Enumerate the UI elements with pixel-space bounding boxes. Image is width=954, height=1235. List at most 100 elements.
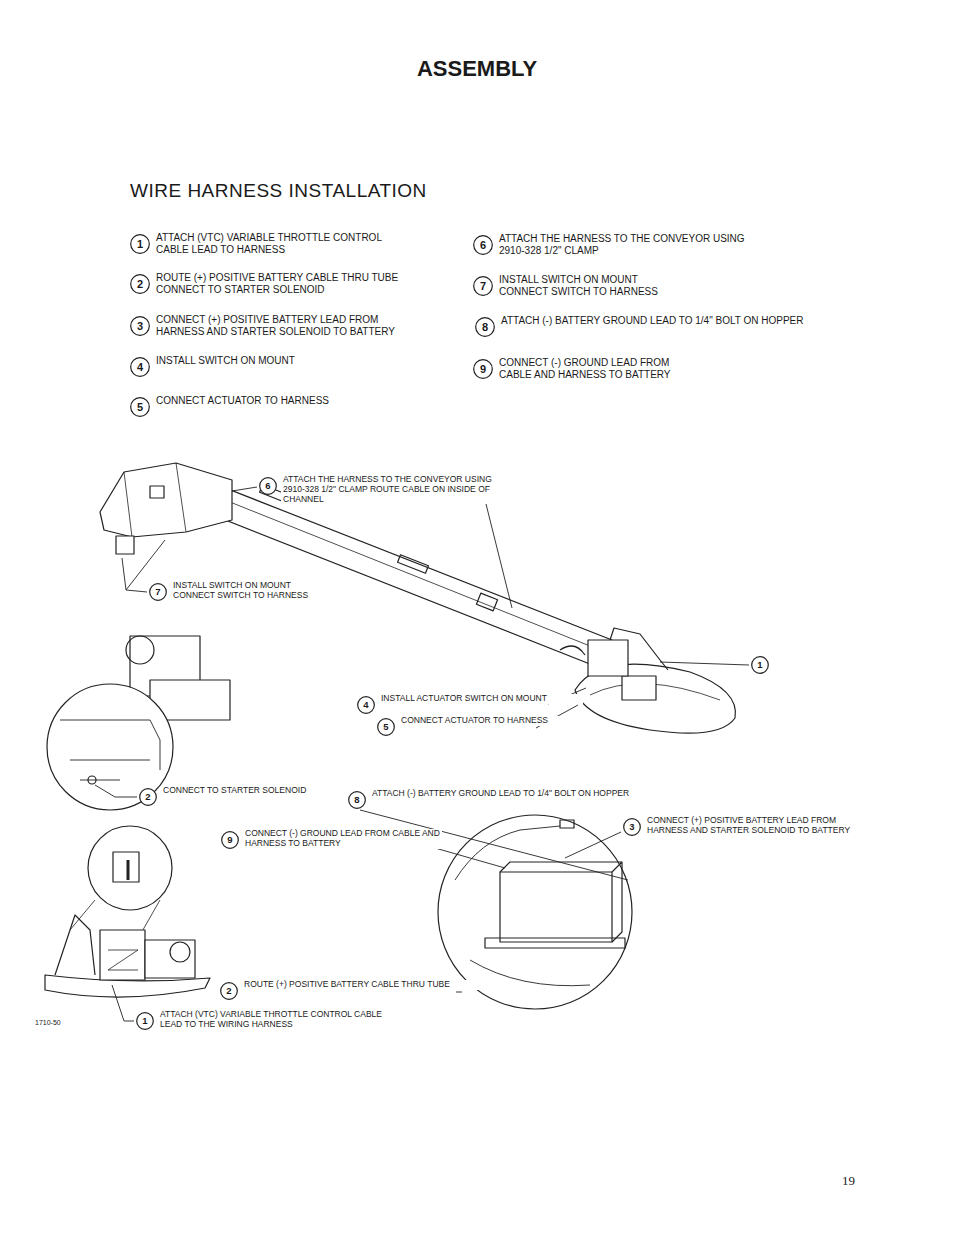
switch-mount	[150, 486, 164, 498]
callout-circle: 3CONNECT (+) POSITIVE BATTERY LEAD FROM …	[130, 316, 150, 336]
battery	[500, 872, 612, 942]
callout-ring	[349, 792, 366, 809]
callout-ring	[624, 819, 641, 836]
callout-ring	[131, 275, 150, 294]
callout-ring	[131, 317, 150, 336]
hopper-frame	[55, 915, 95, 975]
callout-text: ATTACH (VTC) VARIABLE THROTTLE CONTROL C…	[158, 1010, 402, 1030]
detail-circle	[88, 826, 172, 910]
callout-circle: 2ROUTE (+) POSITIVE BATTERY CABLE THRU T…	[220, 982, 238, 1000]
callout-text: INSTALL SWITCH ON MOUNT CONNECT SWITCH T…	[171, 581, 325, 601]
callout-number: 9	[221, 831, 239, 849]
callout-ring	[260, 478, 277, 495]
callout-text: ATTACH THE HARNESS TO THE CONVEYOR USING…	[497, 233, 761, 256]
callout-ring	[752, 657, 769, 674]
callout-number: 1	[130, 234, 150, 254]
callout-text: CONNECT TO STARTER SOLENOID	[161, 786, 365, 796]
callout-number: 4	[357, 696, 375, 714]
callout-ring	[476, 318, 495, 337]
callout-ring	[222, 832, 239, 849]
callout-ring	[221, 983, 238, 1000]
section-heading: WIRE HARNESS INSTALLATION	[130, 180, 427, 202]
callout-circle: 5CONNECT ACTUATOR TO HARNESS	[377, 718, 395, 736]
callout-text: ROUTE (+) POSITIVE BATTERY CABLE THRU TU…	[242, 980, 506, 990]
callout-circle: 6ATTACH THE HARNESS TO THE CONVEYOR USIN…	[473, 235, 493, 255]
callout-circle: 5CONNECT ACTUATOR TO HARNESS	[130, 397, 150, 417]
callout-number: 8	[475, 317, 495, 337]
actuator-shaft	[127, 860, 130, 880]
callout-number: 5	[130, 397, 150, 417]
leader-lines	[95, 479, 749, 1021]
ground-bolt	[560, 820, 574, 828]
discharge-head	[100, 463, 232, 537]
callout-ring	[131, 398, 150, 417]
callout-text: ATTACH (-) BATTERY GROUND LEAD TO 1/4" B…	[499, 315, 863, 327]
leader-line	[565, 832, 621, 858]
callout-text: ROUTE (+) POSITIVE BATTERY CABLE THRU TU…	[154, 272, 433, 295]
battery-cables	[455, 826, 590, 986]
callout-ring	[358, 697, 375, 714]
callout-ring	[131, 235, 150, 254]
callout-circle: 4INSTALL SWITCH ON MOUNT	[130, 357, 150, 377]
drive-belt	[108, 950, 138, 970]
callout-circle: 7INSTALL SWITCH ON MOUNT CONNECT SWITCH …	[149, 583, 167, 601]
drive-gearbox	[100, 930, 145, 980]
callout-text: CONNECT (+) POSITIVE BATTERY LEAD FROM H…	[645, 816, 879, 836]
callout-ring	[474, 236, 493, 255]
engine-recoil	[126, 636, 154, 664]
drawing-number: 1710-50	[35, 1019, 61, 1026]
callout-number: 2	[130, 274, 150, 294]
leader-line	[95, 785, 137, 797]
starter-solenoid-terminal	[88, 776, 96, 784]
callout-number: 1	[751, 656, 769, 674]
callout-circle: 9CONNECT (-) GROUND LEAD FROM CABLE AND …	[473, 359, 493, 379]
callout-circle: 6ATTACH THE HARNESS TO THE CONVEYOR USIN…	[259, 477, 277, 495]
head-edge	[124, 463, 186, 537]
callout-number: 7	[149, 583, 167, 601]
wire-harness	[205, 492, 605, 652]
callout-text: INSTALL ACTUATOR SWITCH ON MOUNT	[379, 694, 583, 704]
callout-number: 2	[220, 982, 238, 1000]
leader-line	[428, 846, 505, 868]
callout-number: 8	[348, 791, 366, 809]
callout-number: 3	[130, 316, 150, 336]
callout-circle: 2CONNECT TO STARTER SOLENOID	[139, 788, 157, 806]
tube-cable	[560, 646, 585, 655]
callout-ring	[474, 277, 493, 296]
callout-text: ATTACH (VTC) VARIABLE THROTTLE CONTROL C…	[154, 232, 413, 255]
callout-text: CONNECT (-) GROUND LEAD FROM CABLE AND H…	[243, 829, 442, 849]
callout-number: 3	[623, 818, 641, 836]
page-title: ASSEMBLY	[0, 56, 954, 82]
callout-text: ATTACH THE HARNESS TO THE CONVEYOR USING…	[281, 475, 495, 504]
callout-text: INSTALL SWITCH ON MOUNT CONNECT SWITCH T…	[497, 274, 676, 297]
callout-number: 9	[473, 359, 493, 379]
callout-number: 2	[139, 788, 157, 806]
callout-text: CONNECT ACTUATOR TO HARNESS	[154, 395, 378, 407]
callout-circle: 9CONNECT (-) GROUND LEAD FROM CABLE AND …	[221, 831, 239, 849]
discharge-spout	[116, 536, 134, 554]
battery	[622, 676, 656, 700]
callout-text: INSTALL SWITCH ON MOUNT	[154, 355, 378, 367]
callout-number: 1	[136, 1012, 154, 1030]
callout-number: 6	[259, 477, 277, 495]
callout-number: 7	[473, 276, 493, 296]
callout-ring	[137, 1013, 154, 1030]
battery-tray	[485, 938, 625, 948]
leader-line	[456, 992, 462, 993]
callout-text: CONNECT ACTUATOR TO HARNESS	[399, 716, 573, 726]
callout-circle: 1	[751, 656, 769, 674]
callout-circle: 7INSTALL SWITCH ON MOUNT CONNECT SWITCH …	[473, 276, 493, 296]
callout-ring	[150, 584, 167, 601]
callout-circle: 8ATTACH (-) BATTERY GROUND LEAD TO 1/4" …	[475, 317, 495, 337]
callout-circle: 3CONNECT (+) POSITIVE BATTERY LEAD FROM …	[623, 818, 641, 836]
callout-circle: 1ATTACH (VTC) VARIABLE THROTTLE CONTROL …	[130, 234, 150, 254]
harness-clamp	[476, 593, 497, 611]
callout-circle: 8ATTACH (-) BATTERY GROUND LEAD TO 1/4" …	[348, 791, 366, 809]
callout-circle: 1ATTACH (VTC) VARIABLE THROTTLE CONTROL …	[136, 1012, 154, 1030]
engine-recoil	[170, 942, 190, 962]
detail-solenoid	[60, 720, 160, 780]
conveyor-decal	[398, 555, 429, 573]
callout-number: 6	[473, 235, 493, 255]
page-number: 19	[842, 1173, 855, 1189]
callout-ring	[140, 789, 157, 806]
